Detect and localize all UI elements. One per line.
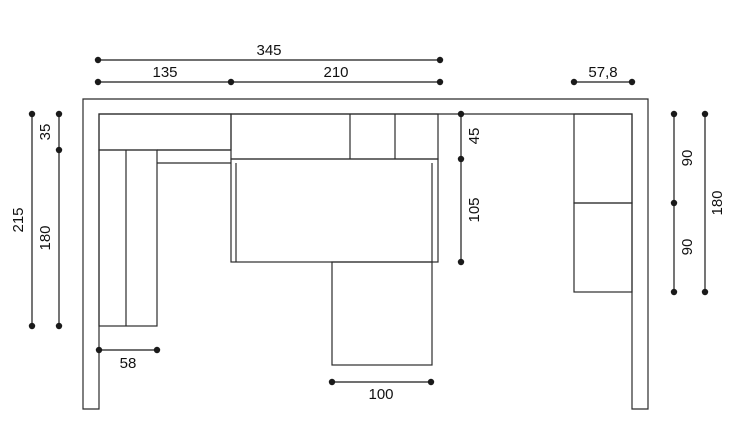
dim-drawer-width: 100 bbox=[328, 378, 435, 403]
dim-total-width: 345 bbox=[94, 42, 444, 64]
dim-right-heights: 90 90 bbox=[670, 110, 696, 296]
label-left-unit-height: 180 bbox=[37, 225, 54, 250]
left-top-shelf bbox=[98, 113, 232, 151]
dim-left-right-widths: 135 210 bbox=[94, 64, 444, 86]
label-mid-body-height: 105 bbox=[466, 197, 483, 222]
dim-total-height-left: 215 bbox=[10, 110, 36, 330]
label-left-column-width: 58 bbox=[120, 355, 137, 372]
right-lower-cabinet bbox=[573, 202, 633, 293]
dim-left-column-width: 58 bbox=[95, 346, 161, 372]
right-upper-cabinet bbox=[573, 113, 633, 204]
label-right-width: 210 bbox=[323, 64, 348, 81]
label-right-upper-height: 90 bbox=[679, 150, 696, 167]
label-total-height-left: 215 bbox=[10, 207, 27, 232]
dim-right-total-height: 180 bbox=[701, 110, 726, 296]
middle-body bbox=[230, 158, 439, 263]
middle-top-cabinet bbox=[230, 113, 439, 160]
outer-frame bbox=[82, 98, 649, 410]
pull-out-drawer bbox=[331, 261, 433, 366]
dim-right-unit-width: 57,8 bbox=[570, 64, 636, 86]
dim-middle-heights: 45 105 bbox=[457, 110, 483, 266]
label-right-lower-height: 90 bbox=[679, 239, 696, 256]
label-left-width: 135 bbox=[152, 64, 177, 81]
label-drawer-width: 100 bbox=[368, 386, 393, 403]
left-column-outer bbox=[98, 149, 158, 327]
label-right-unit-width: 57,8 bbox=[588, 64, 617, 81]
label-right-total-height: 180 bbox=[709, 190, 726, 215]
label-total-width: 345 bbox=[256, 42, 281, 59]
dim-left-heights: 35 180 bbox=[37, 110, 63, 330]
label-top-shelf-height: 35 bbox=[37, 124, 54, 141]
label-mid-top-height: 45 bbox=[466, 128, 483, 145]
